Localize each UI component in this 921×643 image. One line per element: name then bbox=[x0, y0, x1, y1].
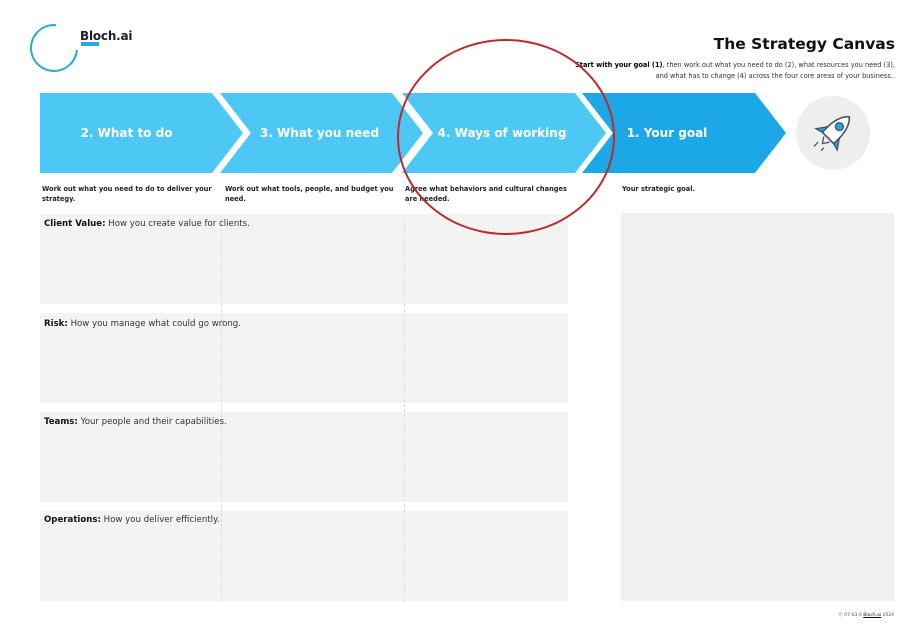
row-subtitle: How you create value for clients. bbox=[105, 219, 250, 229]
row-label-client-value: Client Value: How you create value for c… bbox=[44, 219, 250, 229]
step-description-what-to-do: Work out what you need to do to deliver … bbox=[42, 185, 212, 203]
step-label: 2. What to do bbox=[80, 126, 173, 140]
annotation-highlight-circle bbox=[397, 39, 615, 235]
row-label-risk: Risk: How you manage what could go wrong… bbox=[44, 319, 241, 329]
intro-rest: , then work out what you need to do (2),… bbox=[655, 61, 895, 80]
row-panel-operations[interactable] bbox=[40, 511, 568, 601]
rocket-icon bbox=[796, 96, 870, 170]
intro-text: Start with your goal (1), then work out … bbox=[565, 60, 895, 82]
goal-panel[interactable] bbox=[621, 213, 894, 601]
row-subtitle: How you manage what could go wrong. bbox=[67, 319, 241, 329]
intro-bold: Start with your goal (1) bbox=[575, 61, 663, 69]
row-title: Risk: bbox=[44, 319, 68, 329]
footer-license: Ⓒ 07-03-0 Bloch.ai 2024 bbox=[838, 612, 894, 618]
row-subtitle: Your people and their capabilities. bbox=[77, 417, 227, 427]
row-panel-teams[interactable] bbox=[40, 412, 568, 502]
step-description-your-goal: Your strategic goal. bbox=[622, 185, 695, 193]
row-label-operations: Operations: How you deliver efficiently. bbox=[44, 515, 220, 525]
column-divider bbox=[221, 214, 222, 602]
step-label: 3. What you need bbox=[259, 126, 380, 140]
brand-logo-text: Bloch.ai bbox=[80, 29, 133, 43]
license-text: Ⓒ 07-03-0 bbox=[838, 613, 862, 618]
row-title: Client Value: bbox=[44, 219, 106, 229]
step-chevron-your-goal: 1. Your goal bbox=[582, 93, 786, 173]
footer-year: 2024 bbox=[882, 613, 894, 618]
footer-owner-link[interactable]: Bloch.ai bbox=[863, 613, 882, 618]
step-description-what-you-need: Work out what tools, people, and budget … bbox=[225, 185, 394, 203]
row-panel-risk[interactable] bbox=[40, 313, 568, 403]
step-label: 1. Your goal bbox=[626, 126, 708, 140]
logo-ring-icon bbox=[20, 14, 88, 82]
row-label-teams: Teams: Your people and their capabilitie… bbox=[44, 417, 227, 427]
page-title: The Strategy Canvas bbox=[713, 35, 895, 53]
column-divider bbox=[404, 214, 405, 602]
row-title: Teams: bbox=[44, 417, 78, 427]
row-title: Operations: bbox=[44, 515, 101, 525]
brand-underline bbox=[81, 42, 99, 46]
step-chevron-what-to-do: 2. What to do bbox=[40, 93, 243, 173]
step-chevron-what-you-need: 3. What you need bbox=[220, 93, 423, 173]
row-subtitle: How you deliver efficiently. bbox=[100, 515, 220, 525]
rocket-svg bbox=[813, 115, 851, 152]
